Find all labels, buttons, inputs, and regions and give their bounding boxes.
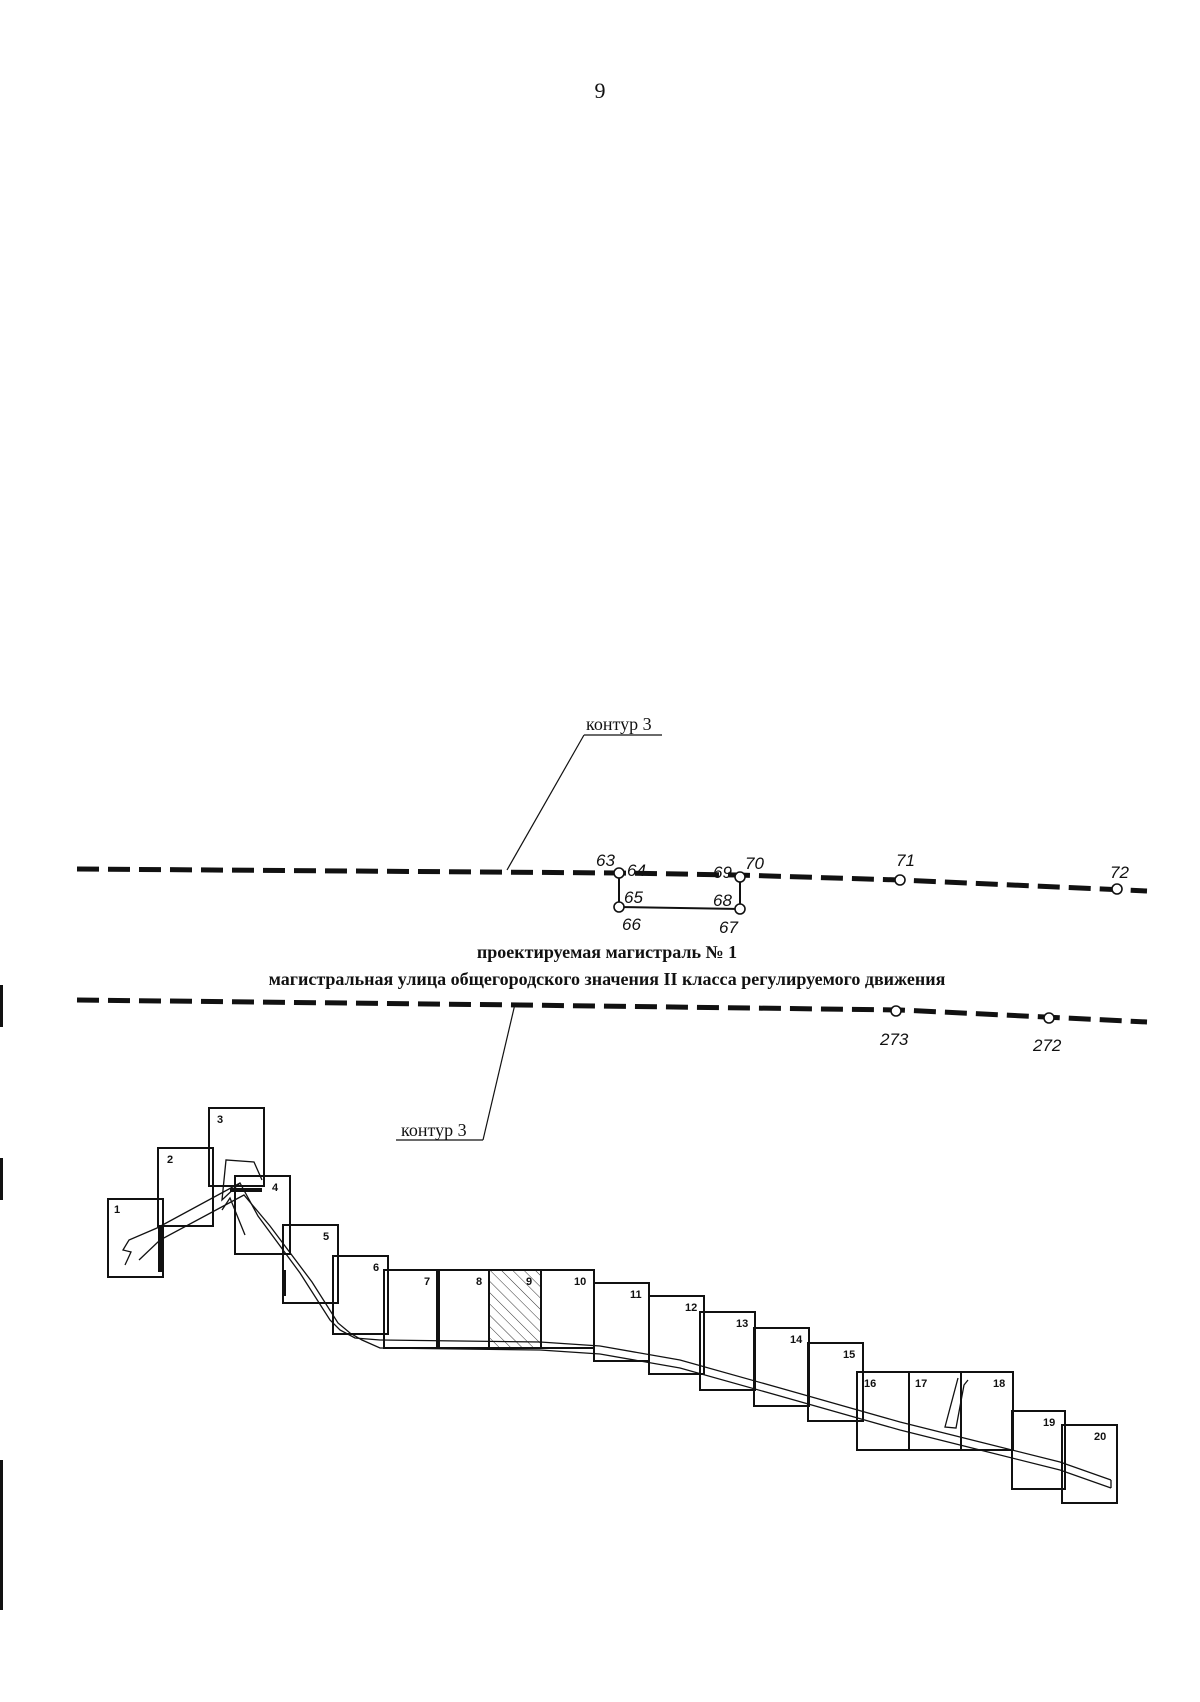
upper-boundary-line (76, 866, 1148, 894)
point-marker (613, 867, 625, 879)
contour-label-bottom: контур 3 (401, 1120, 467, 1140)
map-sheet (807, 1342, 864, 1422)
contour-label-top: контур 3 (586, 714, 652, 734)
street-title: проектируемая магистраль № 1 (477, 942, 737, 962)
sheet-number: 2 (167, 1154, 173, 1166)
point-marker (890, 1005, 902, 1017)
road-alignment (121, 1159, 1112, 1489)
point-marker (894, 874, 906, 886)
sheet-number: 5 (323, 1231, 329, 1243)
point-number: 66 (622, 915, 641, 934)
left-edge-mark (0, 985, 3, 1027)
point-marker (1043, 1012, 1055, 1024)
sheet-number: 1 (114, 1204, 120, 1216)
sheet-number: 18 (993, 1378, 1005, 1390)
point-markers (613, 867, 1123, 1024)
key-map (107, 1107, 1118, 1504)
sheet-number: 10 (574, 1276, 586, 1288)
road-alignment-heavy (158, 1188, 286, 1296)
point-number: 69 (713, 863, 732, 882)
street-subtitle: магистральная улица общегородского значе… (269, 969, 946, 989)
sheet-number: 3 (217, 1114, 223, 1126)
page-number: 9 (594, 78, 606, 103)
sheet-number: 8 (476, 1276, 482, 1288)
sheet-number: 12 (685, 1302, 697, 1314)
contour-leader-top (506, 734, 585, 871)
point-marker (1111, 883, 1123, 895)
map-sheet (383, 1269, 440, 1349)
contour-leader-bottom (482, 1003, 516, 1141)
point-rectangle (618, 873, 741, 911)
sheet-number: 6 (373, 1262, 379, 1274)
point-number: 273 (879, 1030, 909, 1049)
sheet-number: 14 (790, 1334, 803, 1346)
sheet-number: 13 (736, 1318, 748, 1330)
point-number: 67 (719, 918, 738, 937)
point-number: 272 (1032, 1036, 1062, 1055)
sheet-number: 9 (526, 1276, 532, 1288)
point-number: 64 (627, 861, 646, 880)
left-edge-mark (0, 1460, 3, 1610)
point-marker (734, 871, 746, 883)
map-sheet (282, 1224, 339, 1304)
map-sheet (332, 1255, 389, 1335)
map-sheet (1061, 1424, 1118, 1504)
sheet-number: 16 (864, 1378, 876, 1390)
point-marker (734, 903, 746, 915)
sheet-number: 7 (424, 1276, 430, 1288)
sheet-number: 20 (1094, 1431, 1106, 1443)
left-edge-mark (0, 1158, 3, 1200)
sheet-number: 15 (843, 1349, 855, 1361)
point-number: 71 (896, 851, 915, 870)
point-number: 68 (713, 891, 732, 910)
sheet-number: 4 (272, 1182, 279, 1194)
lower-boundary-line (76, 997, 1148, 1025)
map-sheet (648, 1295, 705, 1375)
point-number: 72 (1110, 863, 1129, 882)
sheet-number: 11 (630, 1289, 642, 1301)
map-sheet-highlighted (488, 1269, 542, 1349)
map-sheet (234, 1175, 291, 1255)
map-sheet (1011, 1410, 1066, 1490)
point-number: 63 (596, 851, 615, 870)
point-number: 70 (745, 854, 764, 873)
point-marker (613, 901, 625, 913)
sheet-number: 17 (915, 1378, 927, 1390)
point-number: 65 (624, 888, 643, 907)
sheet-number: 19 (1043, 1417, 1055, 1429)
